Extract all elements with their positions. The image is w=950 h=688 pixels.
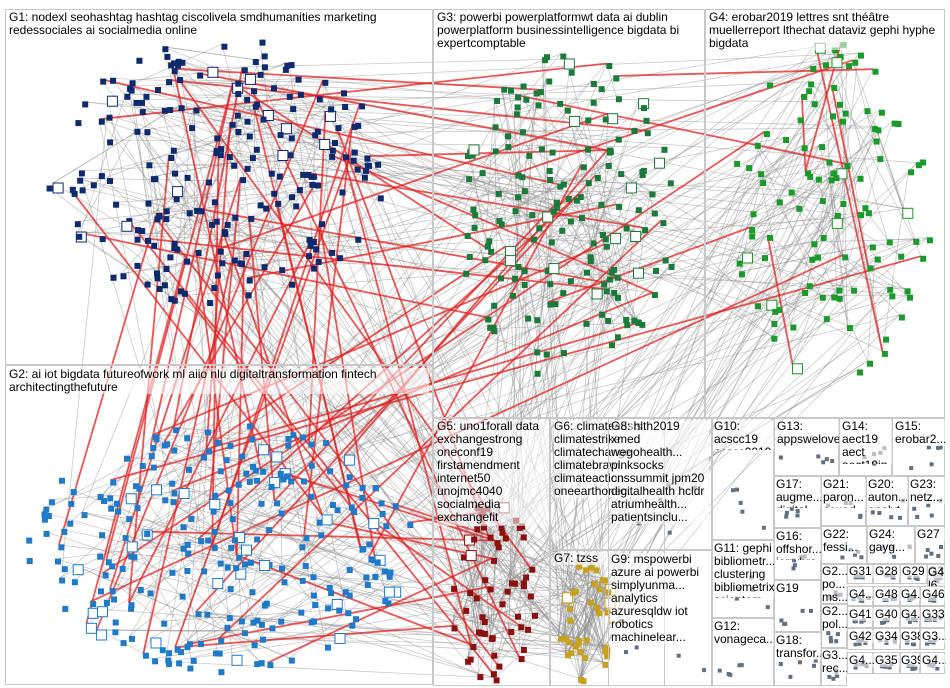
group-panel-g42 xyxy=(847,628,873,650)
group-panel-g5 xyxy=(433,418,550,686)
group-panel-g9 xyxy=(608,550,712,686)
group-panel-g46 xyxy=(920,586,945,606)
group-panel-g3 xyxy=(433,9,705,418)
group-panel-g13 xyxy=(774,418,839,476)
group-panel-g19 xyxy=(774,580,821,632)
group-panel-g4 xyxy=(705,9,945,418)
group-panel-g30 xyxy=(821,648,847,686)
group-panel-g35 xyxy=(873,652,900,674)
group-panel-g22 xyxy=(821,526,867,564)
group-panel-g48 xyxy=(873,586,900,606)
group-panel-g40 xyxy=(873,606,900,628)
group-panel-g29 xyxy=(900,564,927,584)
group-panel-g34 xyxy=(873,628,900,650)
group-panel-g27 xyxy=(915,526,945,564)
group-panel-g44 xyxy=(900,606,920,628)
group-panel-g12 xyxy=(712,618,774,686)
group-panel-g33 xyxy=(920,606,945,628)
group-panel-g31 xyxy=(847,564,873,584)
group-panel-g11 xyxy=(712,540,774,618)
group-panel-g10 xyxy=(712,418,774,540)
group-panel-g26 xyxy=(821,604,847,648)
group-panel-g41 xyxy=(847,606,873,628)
group-panel-g21 xyxy=(821,476,866,526)
group-panel-g24 xyxy=(867,526,915,564)
group-panel-g36 xyxy=(920,628,945,650)
group-panel-g38 xyxy=(900,628,920,650)
group-panel-g37 xyxy=(847,586,873,606)
group-panel-g20 xyxy=(866,476,908,526)
group-panel-g14 xyxy=(839,418,892,476)
group-panel-g45 xyxy=(900,586,920,606)
group-panel-g49 xyxy=(920,652,945,674)
group-panel-g2 xyxy=(5,365,433,685)
group-panel-g28 xyxy=(873,564,900,584)
group-panel-g15 xyxy=(892,418,945,476)
group-panel-g8 xyxy=(608,418,712,550)
group-panel-g23 xyxy=(908,476,945,526)
group-panel-g18 xyxy=(774,632,821,686)
group-panel-g47 xyxy=(927,564,945,586)
group-panel-g25 xyxy=(821,564,847,604)
group-panel-g39 xyxy=(900,652,920,674)
group-panel-g16 xyxy=(774,528,821,580)
group-panel-g1 xyxy=(5,9,433,365)
group-panel-g17 xyxy=(774,476,821,528)
group-panel-g43 xyxy=(847,652,873,674)
